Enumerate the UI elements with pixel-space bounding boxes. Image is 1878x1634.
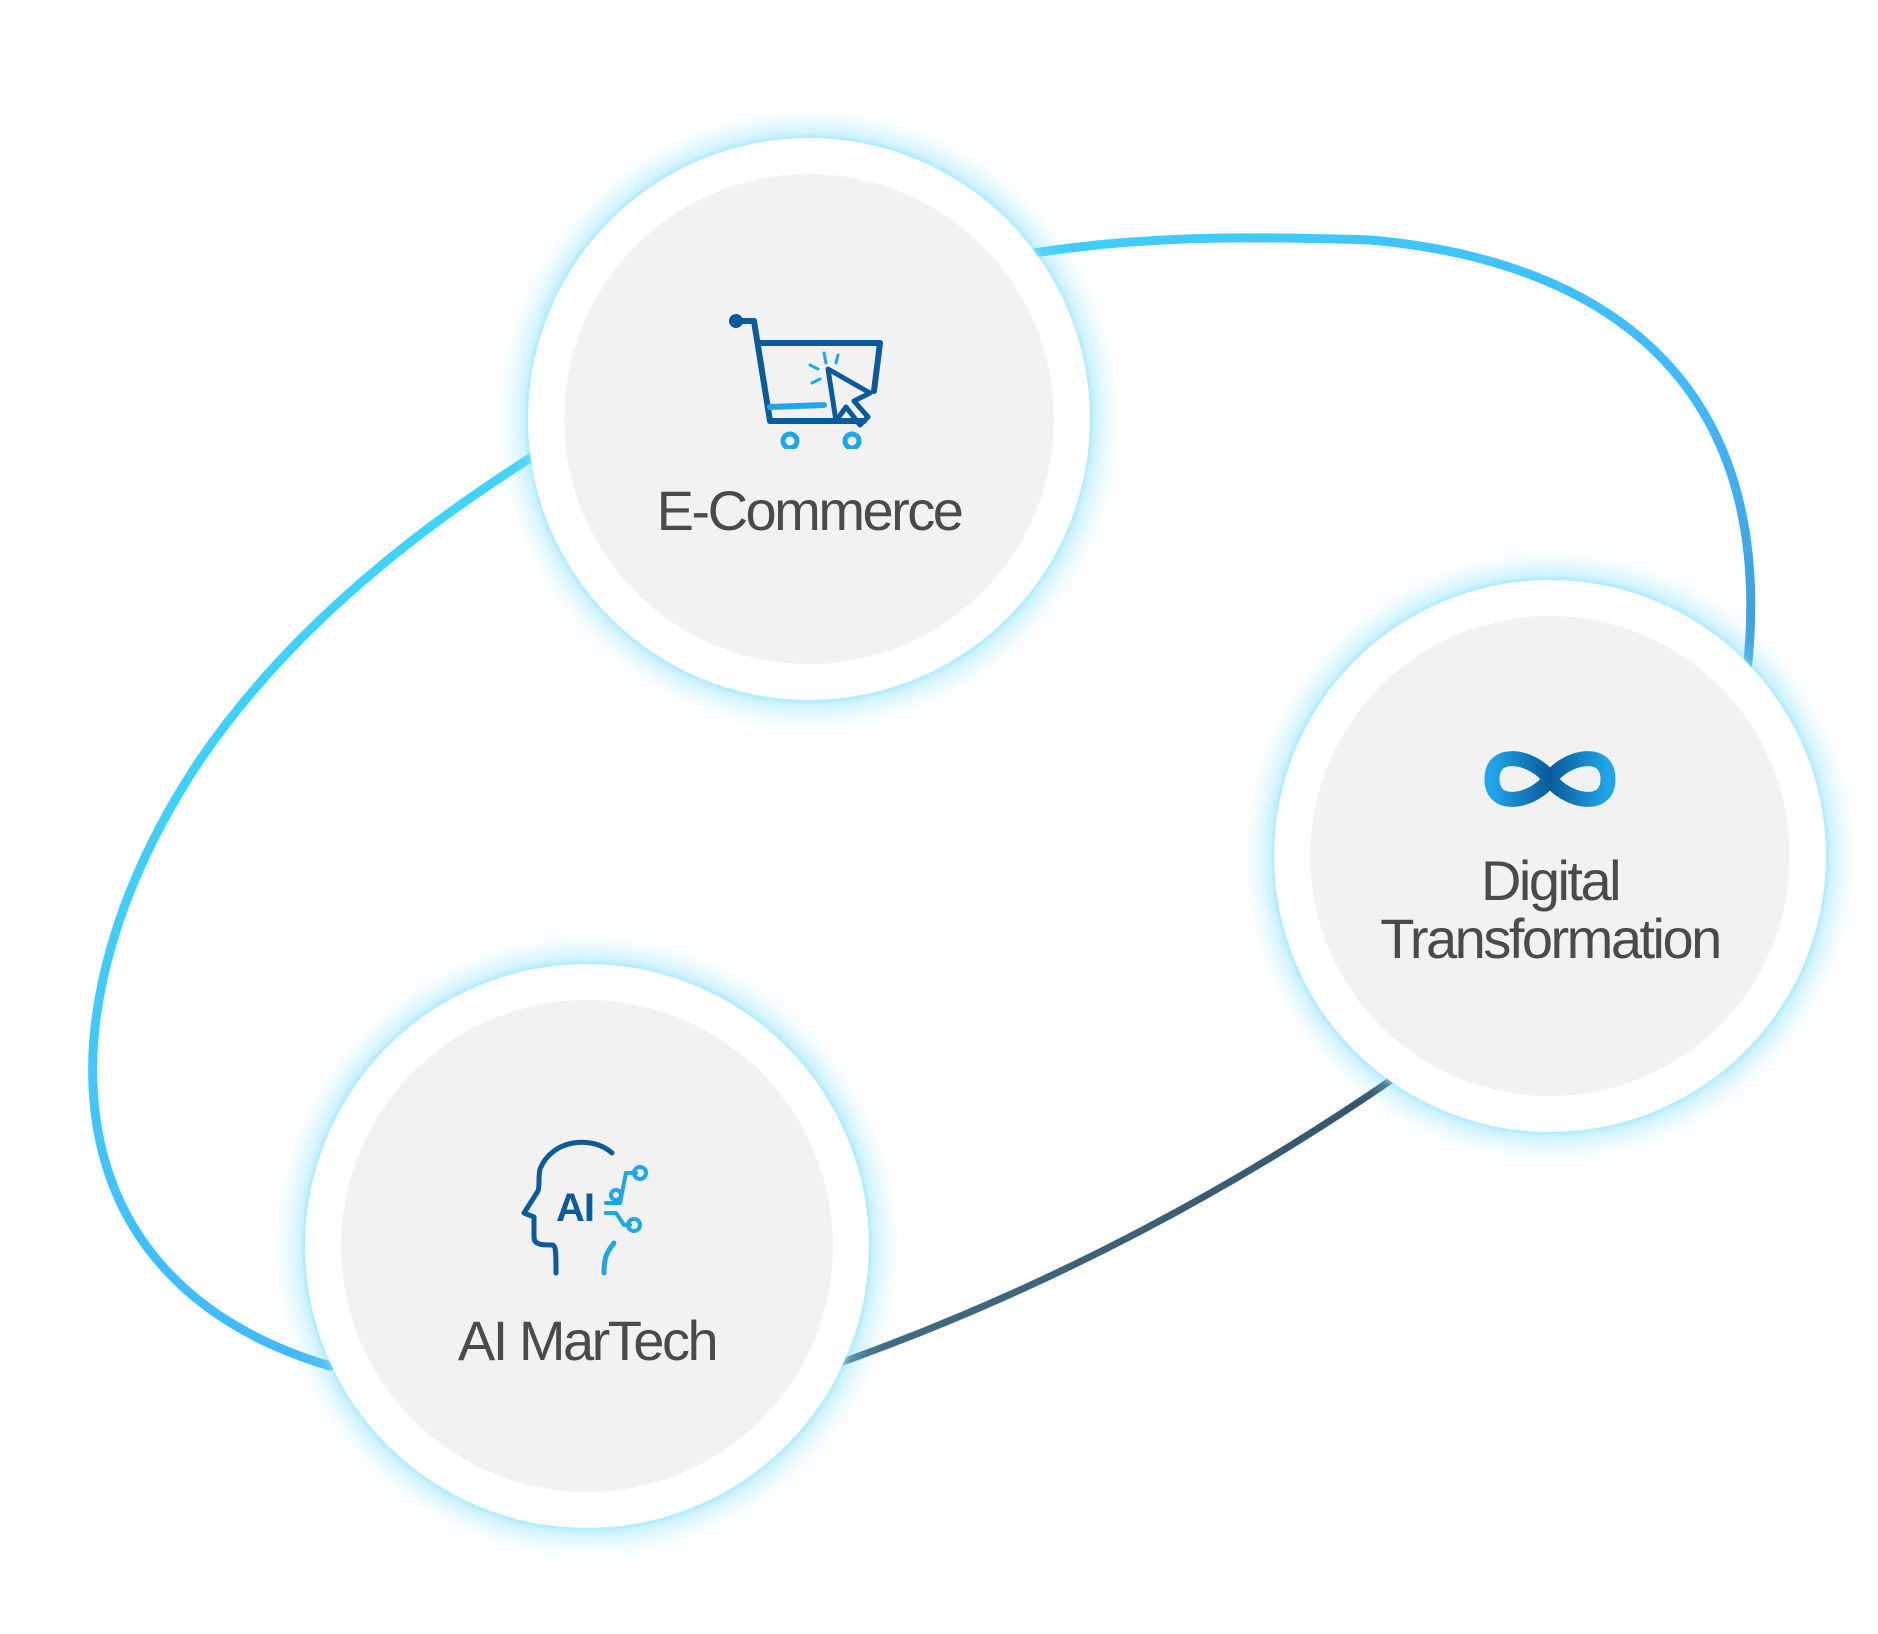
- node-digital-transformation-label-line2: Transformation: [1380, 907, 1722, 970]
- node-digital-transformation[interactable]: Digital Transformation: [1274, 580, 1826, 1132]
- node-ecommerce-label: E-Commerce: [656, 479, 964, 542]
- node-ai-martech[interactable]: AI AI MarTech: [305, 964, 869, 1528]
- node-digital-transformation-label-line1: Digital: [1480, 849, 1622, 912]
- node-digital-transformation-inner: Digital Transformation: [1310, 616, 1790, 1096]
- node-ecommerce[interactable]: E-Commerce: [528, 138, 1090, 700]
- ring-arc-lower: [816, 1056, 1424, 1374]
- node-ecommerce-inner: E-Commerce: [564, 174, 1054, 664]
- node-ai-martech-inner: AI AI MarTech: [341, 1000, 833, 1492]
- node-ai-martech-label: AI MarTech: [457, 1309, 719, 1372]
- shopping-cart-click-icon: [729, 314, 883, 449]
- svg-text:AI: AI: [556, 1186, 594, 1230]
- ai-head-icon: AI: [521, 1139, 648, 1276]
- infinity-icon: [1484, 751, 1616, 807]
